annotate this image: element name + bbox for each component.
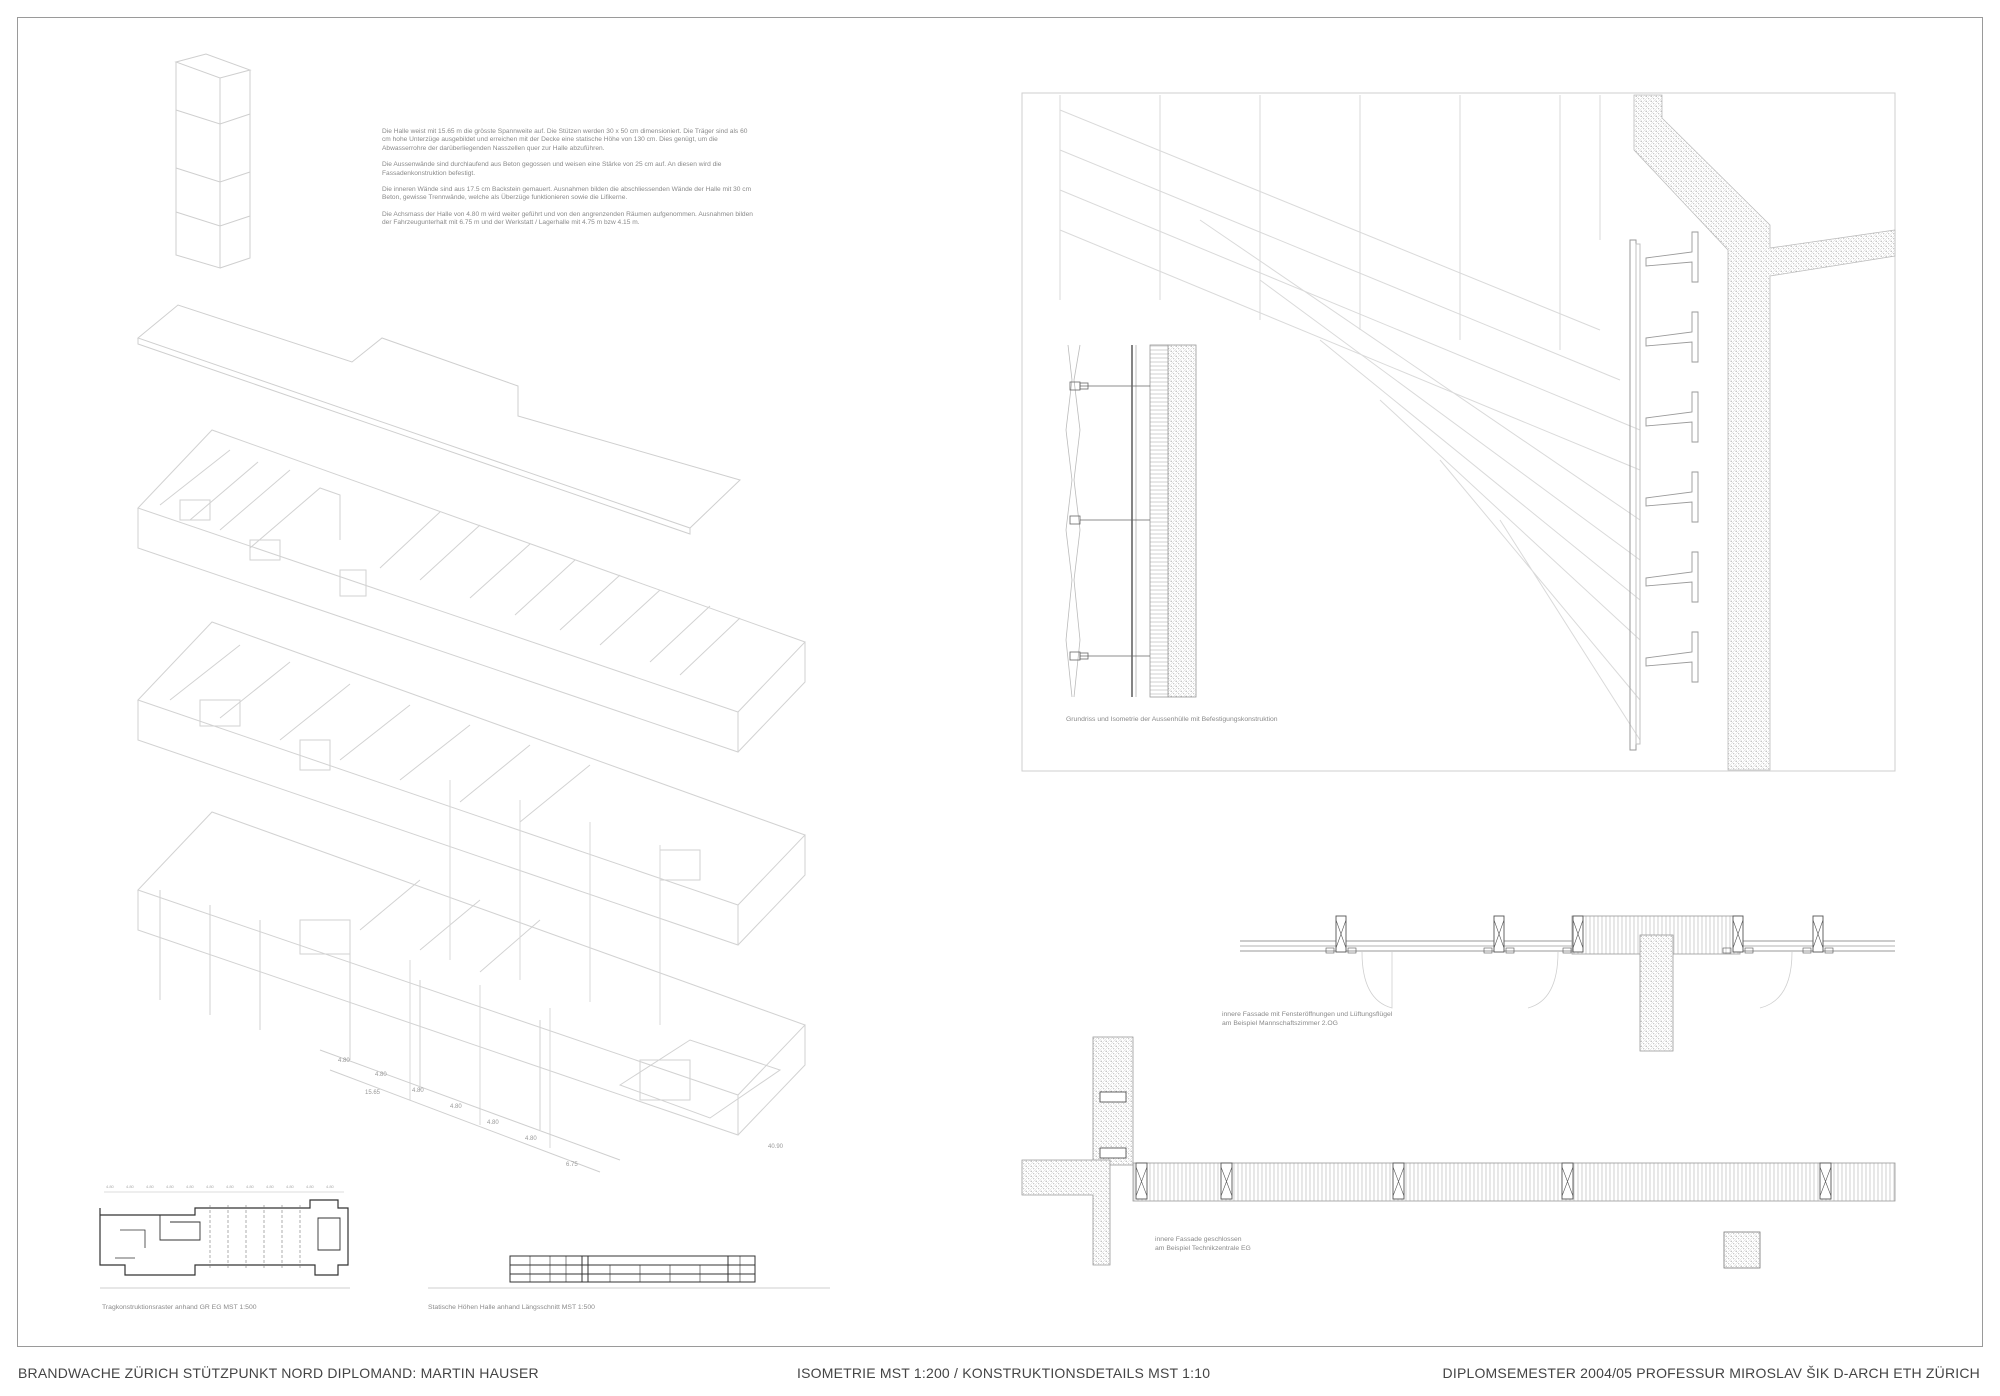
structure-grid-plan xyxy=(99,1199,349,1276)
dim-axis-6: 4.80 xyxy=(525,1136,537,1142)
dim-axis-5: 4.80 xyxy=(487,1120,499,1126)
dim-end-short: 6.75 xyxy=(566,1162,578,1168)
text-paragraph-inner-walls: Die inneren Wände sind aus 17.5 cm Backs… xyxy=(382,186,752,202)
plan-tick-8: 4.80 xyxy=(246,1184,255,1189)
structure-grid-axes xyxy=(104,1191,344,1270)
dim-axis-4: 4.80 xyxy=(450,1104,462,1110)
caption-inner-facade-open-2: am Beispiel Mannschaftszimmer 2.OG xyxy=(1222,1020,1338,1027)
footer-project: BRANDWACHE ZÜRICH STÜTZPUNKT NORD DIPLOM… xyxy=(18,1365,539,1381)
isometric-hall-columns xyxy=(409,780,661,1148)
caption-inner-facade-open-1: innere Fassade mit Fensteröffnungen und … xyxy=(1222,1011,1393,1018)
facade-brackets xyxy=(1645,231,1699,683)
isometric-roof-slab xyxy=(136,304,741,535)
longitudinal-section xyxy=(428,1255,830,1289)
sheet-frame xyxy=(17,17,1983,1347)
plan-tick-4: 4.80 xyxy=(166,1184,175,1189)
plan-tick-6: 4.80 xyxy=(206,1184,215,1189)
isometric-tower xyxy=(174,53,252,269)
dim-axis-1: 4.80 xyxy=(338,1058,350,1064)
caption-longitudinal-section: Statische Höhen Halle anhand Längsschnit… xyxy=(428,1304,595,1311)
dim-axis-2: 4.80 xyxy=(375,1072,387,1078)
plan-tick-5: 4.80 xyxy=(186,1184,195,1189)
plan-tick-2: 4.80 xyxy=(126,1184,135,1189)
dim-axis-3: 4.80 xyxy=(412,1088,424,1094)
plan-tick-7: 4.80 xyxy=(226,1184,235,1189)
plan-tick-3: 4.80 xyxy=(146,1184,155,1189)
dim-total: 15.65 xyxy=(365,1090,381,1096)
explanatory-text: Die Halle weist mit 15.65 m die grösste … xyxy=(382,128,754,236)
plan-tick-10: 4.80 xyxy=(286,1184,295,1189)
facade-detail-frame xyxy=(1021,92,1896,772)
facade-isometric-panels xyxy=(1059,95,1641,741)
caption-facade-detail: Grundriss und Isometrie der Aussenhülle … xyxy=(1066,716,1278,723)
isometric-middle-floor xyxy=(137,621,806,946)
caption-inner-facade-closed-2: am Beispiel Technikzentrale EG xyxy=(1155,1245,1251,1252)
isometric-dimension-line xyxy=(319,1049,621,1173)
isometric-upper-floor xyxy=(137,429,806,753)
caption-inner-facade-closed-1: innere Fassade geschlossen xyxy=(1155,1236,1242,1243)
inner-facade-open-detail xyxy=(1240,915,1895,1052)
plan-tick-12: 4.80 xyxy=(326,1184,335,1189)
facade-mullion xyxy=(1629,239,1641,751)
footer-scale: ISOMETRIE MST 1:200 / KONSTRUKTIONSDETAI… xyxy=(797,1365,1211,1381)
text-paragraph-axis: Die Achsmass der Halle von 4.80 m wird w… xyxy=(382,210,753,227)
plan-tick-9: 4.80 xyxy=(266,1184,275,1189)
isometric-ground-floor xyxy=(137,811,806,1136)
inner-facade-closed-detail xyxy=(1021,1036,1896,1269)
plan-tick-1: 4.80 xyxy=(106,1184,115,1189)
facade-masonry-wall xyxy=(1633,94,1896,771)
facade-plan-section xyxy=(1065,344,1197,698)
text-paragraph-structure: Die Halle weist mit 15.65 m die grösste … xyxy=(382,128,748,152)
dim-end-long: 40.90 xyxy=(768,1144,784,1150)
text-paragraph-outer-walls: Die Aussenwände sind durchlaufend aus Be… xyxy=(382,161,722,177)
footer-institution: DIPLOMSEMESTER 2004/05 PROFESSUR MIROSLA… xyxy=(1442,1365,1980,1381)
plan-tick-11: 4.80 xyxy=(306,1184,315,1189)
caption-structure-grid: Tragkonstruktionsraster anhand GR EG MST… xyxy=(102,1304,257,1311)
